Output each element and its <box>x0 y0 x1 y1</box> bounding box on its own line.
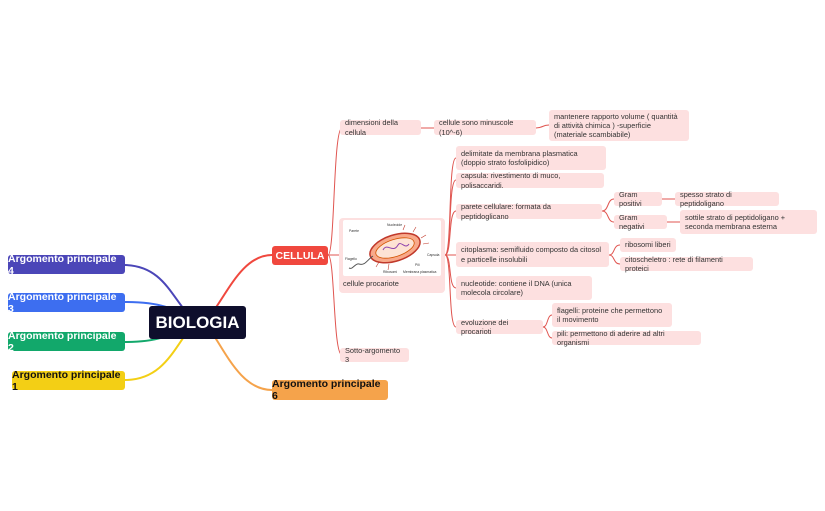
svg-text:Membrana plasmatica: Membrana plasmatica <box>403 270 436 274</box>
prokaryote-diagram: Nucleoide Capsula Flagello Pili Ribosomi… <box>343 220 441 276</box>
root-node[interactable]: BIOLOGIA <box>149 306 246 339</box>
minuscole-node[interactable]: cellule sono minuscole (10^-6) <box>434 118 536 137</box>
svg-text:Ribosomi: Ribosomi <box>383 270 397 274</box>
topic-6[interactable]: Argomento principale 6 <box>272 378 388 402</box>
topic-2[interactable]: Argomento principale 2 <box>8 330 125 354</box>
flagelli-node[interactable]: flagelli: proteine che permettono il mov… <box>552 303 672 327</box>
cellula-node[interactable]: CELLULA <box>272 246 328 265</box>
svg-text:Parete: Parete <box>349 229 359 233</box>
rapporto-node[interactable]: mantenere rapporto volume ( quantità di … <box>549 110 689 141</box>
ribosomi-node[interactable]: ribosomi liberi <box>620 238 676 252</box>
membrana-node[interactable]: delimitate da membrana plasmatica (doppi… <box>456 146 606 170</box>
citoscheletro-node[interactable]: citoscheletro : rete di filamenti protei… <box>620 255 753 273</box>
nucleotide-node[interactable]: nucleotide: contiene il DNA (unica molec… <box>456 276 592 300</box>
gram-positivi-desc[interactable]: spesso strato di peptidoligano <box>675 190 779 208</box>
evoluzione-node[interactable]: evoluzione dei procarioti <box>456 318 543 336</box>
procariote-node[interactable]: Nucleoide Capsula Flagello Pili Ribosomi… <box>339 218 445 293</box>
svg-text:Capsula: Capsula <box>427 253 440 257</box>
pili-node[interactable]: pili: permettono di aderire ad altri org… <box>552 329 701 347</box>
topic-3[interactable]: Argomento principale 3 <box>8 291 125 315</box>
capsula-node[interactable]: capsula: rivestimento di muco, polisacca… <box>456 171 604 190</box>
svg-text:Pili: Pili <box>415 263 420 267</box>
gram-negativi-desc[interactable]: sottile strato di peptidoligano + second… <box>680 210 817 234</box>
dimensioni-node[interactable]: dimensioni della cellula <box>340 118 421 137</box>
gram-negativi-node[interactable]: Gram negativi <box>614 213 667 231</box>
sotto-argomento-node[interactable]: Sotto-argomento 3 <box>340 346 409 364</box>
gram-positivi-node[interactable]: Gram positivi <box>614 190 662 208</box>
topic-1[interactable]: Argomento principale 1 <box>12 369 125 393</box>
parete-node[interactable]: parete cellulare: formata da peptidoglic… <box>456 202 602 221</box>
citoplasma-node[interactable]: citoplasma: semifluido composto da citos… <box>456 242 609 267</box>
svg-text:Flagello: Flagello <box>345 257 357 261</box>
svg-text:Nucleoide: Nucleoide <box>387 223 402 227</box>
topic-4[interactable]: Argomento principale 4 <box>8 253 125 277</box>
procariote-caption: cellule procariote <box>343 279 399 288</box>
